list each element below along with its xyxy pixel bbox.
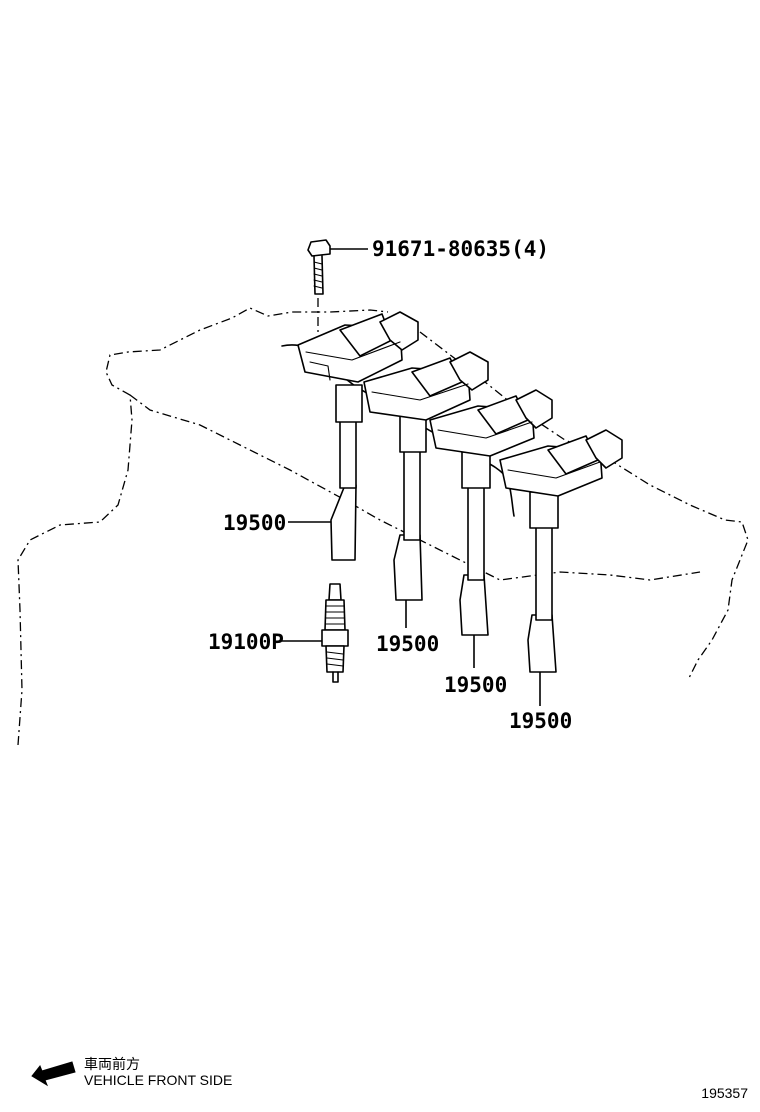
coil-4-part-number[interactable]: 19500 — [509, 709, 572, 733]
coil-1-part-number[interactable]: 19500 — [223, 511, 286, 535]
spark-plug-part-number[interactable]: 19100P — [208, 630, 284, 654]
bolt-part — [307, 239, 331, 345]
front-arrow-icon — [31, 1061, 76, 1087]
ignition-coil-1 — [297, 311, 419, 561]
coil-3-part-number[interactable]: 19500 — [444, 673, 507, 697]
coil-2-part-number[interactable]: 19500 — [376, 632, 439, 656]
spark-plug-part — [321, 583, 349, 683]
ignition-coil-4 — [499, 429, 623, 673]
illustration-reference-number: 195357 — [701, 1085, 748, 1101]
ignition-coil-2 — [363, 351, 489, 601]
bolt-part-number[interactable]: 91671-80635(4) — [372, 237, 549, 261]
vehicle-front-side-label: VEHICLE FRONT SIDE — [84, 1072, 232, 1088]
vehicle-front-japanese-label: 車両前方 — [84, 1056, 140, 1072]
engine-head-outline — [17, 307, 749, 746]
ignition-coil-3 — [429, 389, 553, 636]
